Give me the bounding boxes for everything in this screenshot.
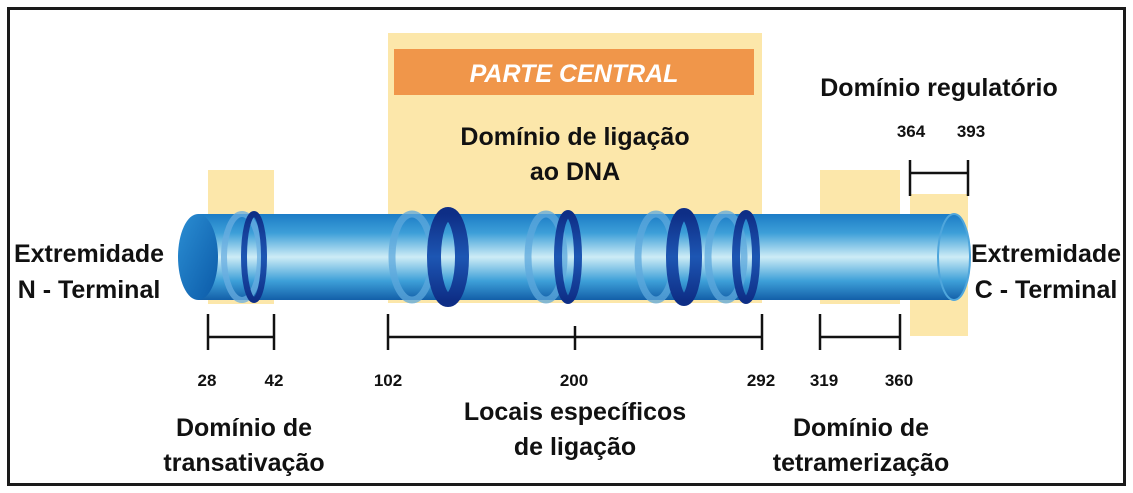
transactivation-label-2: transativação (163, 449, 324, 477)
binding-sites-label-2: de ligação (514, 433, 636, 461)
position-292: 292 (747, 371, 775, 390)
position-42: 42 (265, 371, 284, 390)
position-319: 319 (810, 371, 838, 390)
transactivation-label-1: Domínio de (176, 414, 312, 442)
ring-4-dark (666, 208, 702, 306)
c-terminal-cap (937, 213, 971, 301)
position-393: 393 (957, 122, 985, 141)
bracket-central (386, 314, 764, 350)
tetramerization-label-1: Domínio de (793, 414, 929, 442)
ring-3-dark (554, 210, 582, 304)
binding-sites-label-1: Locais específicos (464, 398, 686, 426)
n-terminal-label-2: N - Terminal (18, 276, 161, 304)
c-terminal-label-1: Extremidade (971, 240, 1121, 268)
bracket-regulatory (908, 160, 970, 196)
ring-3 (524, 210, 568, 304)
banner-parte-central (394, 49, 754, 95)
position-102: 102 (374, 371, 402, 390)
ring-5-dark (732, 210, 760, 304)
tetramerization-label-2: tetramerização (773, 449, 949, 477)
position-364: 364 (897, 122, 926, 141)
position-360: 360 (885, 371, 913, 390)
bracket-tetramerization (818, 314, 902, 350)
ring-5 (704, 210, 748, 304)
n-terminal-label-1: Extremidade (14, 240, 164, 268)
position-28: 28 (198, 371, 217, 390)
n-terminal-cap (178, 214, 218, 300)
regulatory-label: Domínio regulatório (820, 74, 1058, 102)
position-200: 200 (560, 371, 588, 390)
ring-1 (221, 211, 263, 303)
banner-label: PARTE CENTRAL (470, 60, 679, 88)
bracket-transactivation (206, 314, 276, 350)
dna-binding-label-1: Domínio de ligação (460, 123, 689, 151)
c-terminal-label-2: C - Terminal (975, 276, 1118, 304)
dna-binding-label-2: ao DNA (530, 158, 620, 186)
ring-1-dark (241, 211, 267, 303)
ring-2-dark (427, 207, 469, 307)
